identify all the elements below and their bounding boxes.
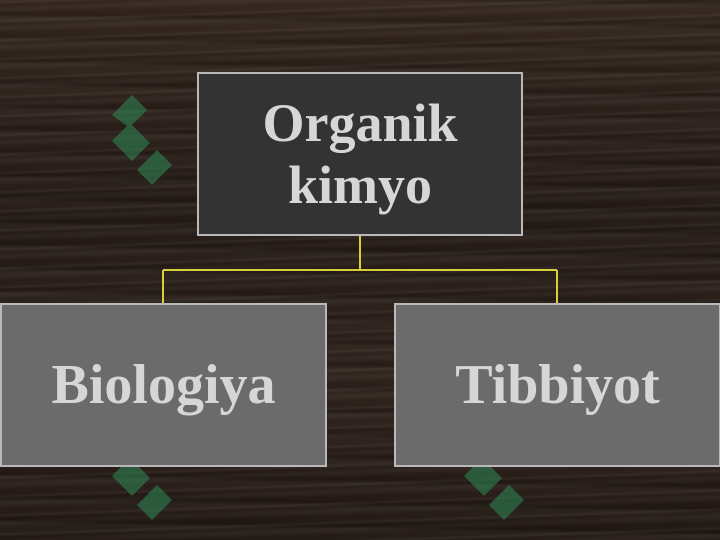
root-node-label: Organik kimyo: [262, 92, 457, 216]
child-node-tibbiyot: Tibbiyot: [394, 303, 720, 467]
root-label-line-1: Organik: [262, 93, 458, 153]
child-node-label: Biologiya: [51, 354, 276, 416]
child-node-label: Tibbiyot: [455, 354, 660, 416]
child-node-biologiya: Biologiya: [0, 303, 327, 467]
root-node: Organik kimyo: [197, 72, 523, 236]
root-label-line-2: kimyo: [287, 155, 432, 215]
